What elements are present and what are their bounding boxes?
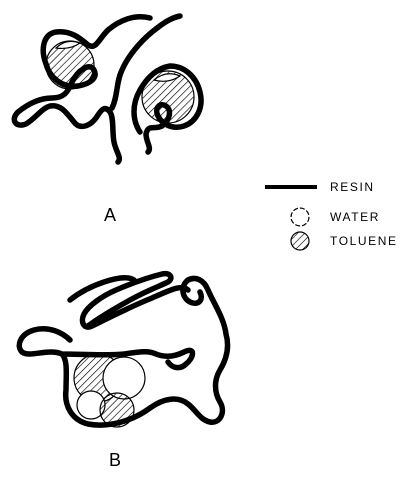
panel-b: B [19,274,227,470]
toluene-legend-symbol [291,232,309,250]
legend-label-toluene: TOLUENE [330,234,398,248]
panel-label: A [104,205,116,225]
water-legend-symbol [291,208,309,226]
water-droplet [103,357,145,399]
panel-a: A [14,16,201,225]
panel-label: B [109,450,121,470]
legend: RESIN WATER TOLUENE [265,180,398,250]
legend-label-water: WATER [330,210,380,224]
legend-label-resin: RESIN [330,180,375,194]
